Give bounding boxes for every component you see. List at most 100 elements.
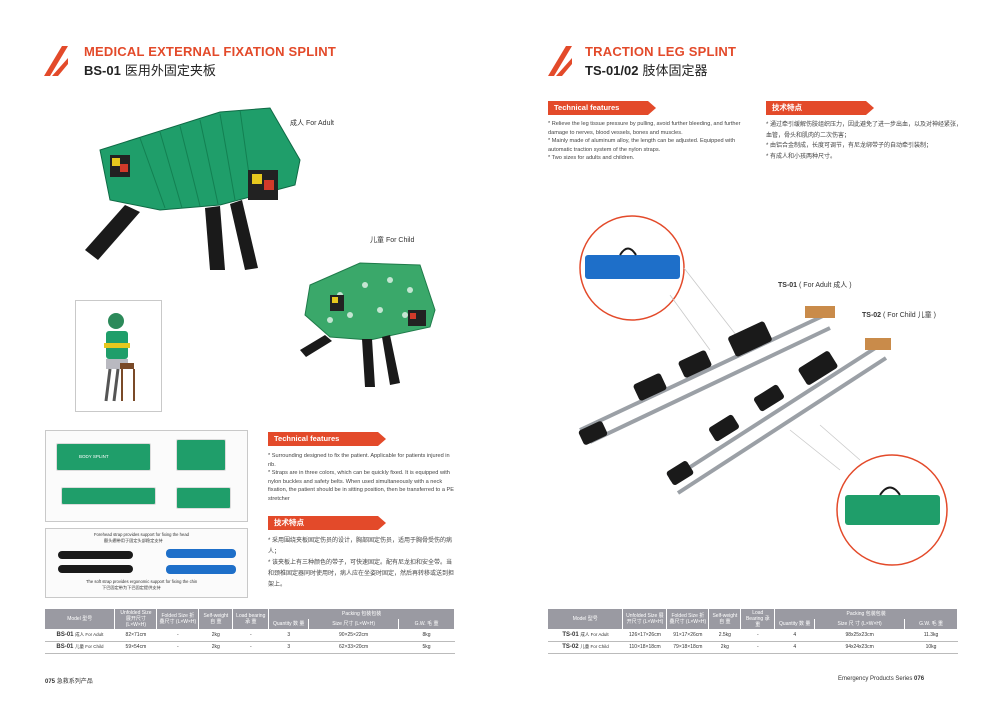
forehead-strap-image [58, 551, 133, 559]
row-weight: 2kg [708, 641, 741, 654]
right-footer-text: Emergency Products Series [838, 676, 913, 682]
row-load: - [740, 641, 775, 654]
subtitle-cn: 医用外固定夹板 [124, 63, 216, 78]
table-row: BS-01 儿童 For Child 59×54cm - 2kg - 3 62×… [45, 641, 455, 654]
col-unfolded: Unfolded Size 展开尺寸 (L×W×H) [622, 609, 668, 629]
row-folded: 79×18×18cm [666, 641, 709, 654]
strap-caption-top-cn: 额头绷带用于固定头部稳定支持 [104, 538, 163, 543]
left-features-cn-list: 采用围绕夹板固定伤员的设计，胸部固定伤员，适用于胸骨受伤的病人； 该夹板上有三种… [268, 536, 458, 591]
model-code: TS-01/02 [585, 63, 639, 78]
right-feature-cn-item: 由铝合金制成，长度可调节，有尼龙绑带子的自动牵引装制； [766, 141, 964, 152]
col-gw: G.W. 毛 重 [398, 619, 455, 629]
table-row: TS-01 成人 For Adult 126×17×26cm 91×17×26c… [548, 629, 958, 642]
row-type: 成人 For Adult [75, 631, 104, 637]
row-gw: 10kg [904, 641, 958, 654]
caption-child: 儿童 For Child [370, 237, 415, 244]
caption-adult: 成人 For Adult [290, 120, 334, 127]
col-packing: Packing 包装包装 [268, 609, 455, 619]
left-feature-item: Straps are in three colors, which can be… [268, 469, 458, 503]
col-folded: Folded Size 折叠尺寸 (L×W×H) [156, 609, 200, 629]
strap-caption-top: Forehead strap provides support for fixi… [94, 532, 189, 537]
right-feature-cn-item: 有成人和小孩两种尺寸。 [766, 152, 964, 163]
left-feature-cn-item: 该夹板上有三种颜色的带子，可快速固定。配有尼龙扣和安全带。当和颈椎固定器同时使用… [268, 558, 458, 591]
patient-figure [104, 313, 135, 402]
col-weight: Self-weight 自 重 [708, 609, 742, 629]
right-feature-item: Mainly made of aluminum alloy, the lengt… [548, 137, 758, 154]
row-gw: 8kg [398, 629, 455, 642]
col-load: Load bearing 承 重 [232, 609, 270, 629]
col-folded: Folded Size 折叠尺寸 (L×W×H) [666, 609, 710, 629]
row-size: 90×25×22cm [308, 629, 399, 642]
row-weight: 2kg [198, 641, 233, 654]
bag-label: BODY SPLINT [79, 454, 109, 459]
label-ts02-code: TS-02 [862, 312, 882, 319]
left-features-list: Surrounding designed to fix the patient.… [268, 452, 458, 504]
straps-panel: Forehead strap provides support for fixi… [45, 528, 248, 598]
col-quantity: Quantity 数 量 [774, 619, 816, 629]
patient-photo [75, 300, 162, 412]
row-size: 94x24x23cm [814, 641, 905, 654]
row-type: 儿童 For Child [75, 644, 104, 649]
right-features-list: Relieve the leg tissue pressure by pulli… [548, 120, 758, 163]
row-folded: 91×17×26cm [666, 629, 709, 642]
row-gw: 5kg [398, 641, 455, 654]
right-footer: Emergency Products Series 076 [838, 676, 924, 682]
col-size: Size 尺寸 (L×W×H) [308, 619, 400, 629]
label-ts02: TS-02 ( For Child 儿童 ) [862, 310, 936, 320]
row-unfolded: 126×17×26cm [622, 629, 667, 642]
right-feature-cn-item: 通过牵引缓解伤肢组织压力，因此避免了进一步出血，以及对神经紧张，血管，骨头和肌肉… [766, 120, 964, 141]
left-page-number: 075 [45, 679, 56, 685]
label-ts01-desc: ( For Adult 成人 ) [799, 282, 852, 289]
row-model: BS-01 [56, 644, 74, 650]
col-weight: Self-weight 自 重 [198, 609, 234, 629]
page-title: TRACTION LEG SPLINT [585, 44, 737, 59]
right-features-title: Technical features [548, 101, 656, 115]
left-spec-table: Model 型号 Unfolded Size 展开尺寸 (L×W×H) Fold… [45, 609, 455, 654]
left-footer: 075 急救系列产品 [45, 676, 93, 685]
table-row: BS-01 成人 For Adult 82×71cm - 2kg - 3 90×… [45, 629, 455, 642]
blue-bag [585, 255, 680, 279]
adult-traction-splint [578, 306, 835, 445]
label-ts02-desc: ( For Child 儿童 ) [883, 312, 936, 319]
header-logo-mark [44, 46, 68, 76]
row-folded: - [156, 629, 199, 642]
bag-closed-image: BODY SPLINT [56, 443, 151, 471]
row-weight: 2.5kg [708, 629, 741, 642]
strap-caption-bottom: The soft strap provides ergonomic suppor… [86, 579, 198, 584]
col-gw: G.W. 毛 重 [904, 619, 958, 629]
bag-handle-image [176, 439, 226, 471]
forehead-strap-blue-image [166, 549, 236, 558]
chin-strap-image [58, 565, 133, 573]
col-quantity: Quantity 数 量 [268, 619, 310, 629]
col-model: Model 型号 [45, 609, 116, 629]
green-bag [845, 495, 940, 525]
row-load: - [232, 629, 269, 642]
left-feature-cn-item: 采用围绕夹板固定伤员的设计，胸部固定伤员，适用于胸骨受伤的病人； [268, 536, 458, 558]
col-size: Size 尺 寸 (L×W×H) [814, 619, 906, 629]
row-model: BS-01 [56, 631, 74, 638]
right-features-cn-list: 通过牵引缓解伤肢组织压力，因此避免了进一步出血，以及对神经紧张，血管，骨头和肌肉… [766, 120, 964, 162]
row-load: - [740, 629, 775, 642]
row-unfolded: 59×54cm [114, 641, 157, 654]
row-size: 98x25x23cm [814, 629, 905, 642]
row-size: 62×33×20cm [308, 641, 399, 654]
row-qty: 4 [774, 629, 815, 642]
bag-contents-image [176, 487, 231, 509]
label-ts01-code: TS-01 [778, 282, 798, 289]
table-row: TS-02 儿童 For Child 110×18×18cm 79×18×18c… [548, 641, 958, 654]
right-feature-item: Two sizes for adults and children. [548, 154, 758, 163]
left-features-title: Technical features [268, 432, 386, 446]
row-model: TS-02 [562, 644, 579, 650]
row-qty: 3 [268, 641, 309, 654]
traction-splint-image [578, 215, 948, 566]
right-page-number: 076 [914, 676, 925, 682]
row-type: 成人 For Adult [580, 631, 609, 637]
row-folded: - [156, 641, 199, 654]
bag-open-image [61, 487, 156, 505]
page-title: MEDICAL EXTERNAL FIXATION SPLINT [84, 44, 336, 59]
row-unfolded: 110×18×18cm [622, 641, 667, 654]
row-type: 儿童 For Child [580, 644, 609, 649]
row-load: - [232, 641, 269, 654]
model-code: BS-01 [84, 63, 121, 78]
